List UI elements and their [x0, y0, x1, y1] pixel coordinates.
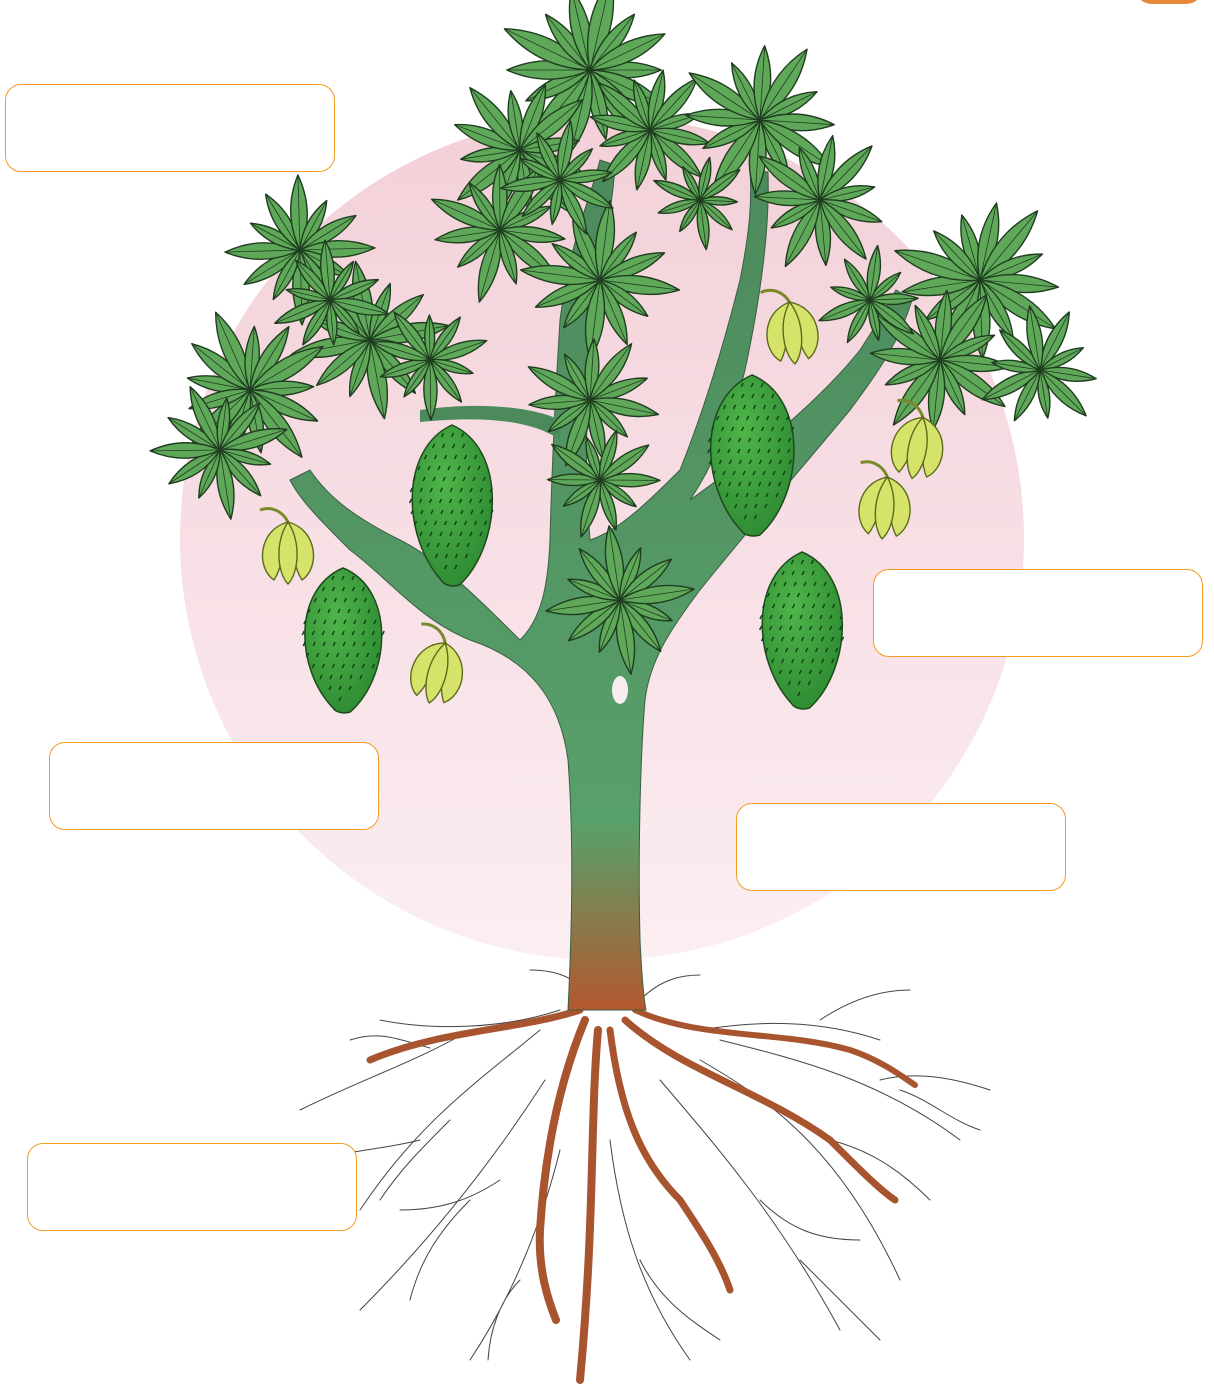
label-box-trunk[interactable] — [736, 803, 1066, 891]
label-box-roots[interactable] — [27, 1143, 357, 1231]
label-box-top-left[interactable] — [5, 84, 335, 172]
main-roots — [370, 1010, 915, 1380]
label-box-right[interactable] — [873, 569, 1203, 657]
fine-roots — [300, 970, 990, 1360]
label-box-middle-left[interactable] — [49, 742, 379, 830]
